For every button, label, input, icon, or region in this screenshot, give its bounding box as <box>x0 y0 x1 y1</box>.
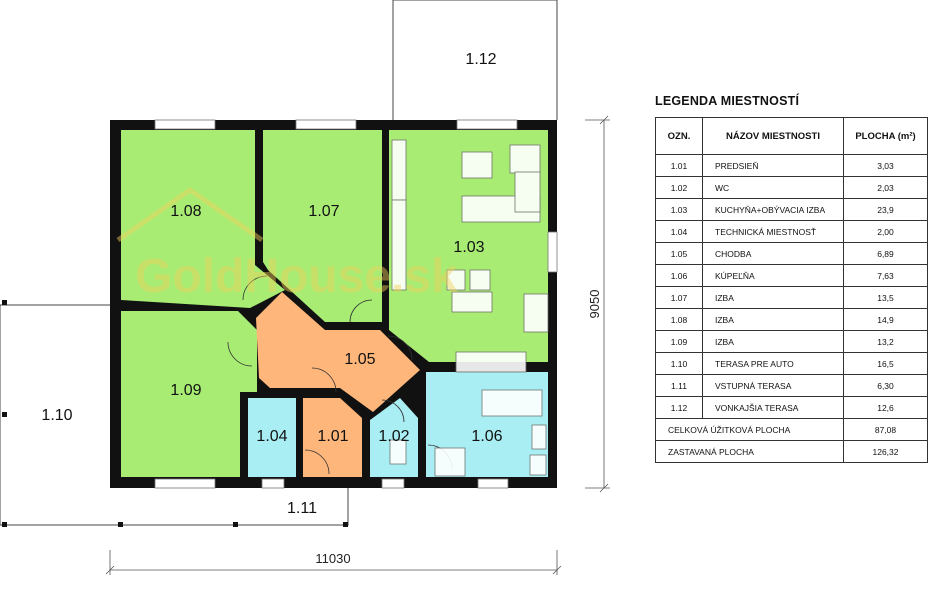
legend-header-row: OZN. NÁZOV MIESTNOSTI PLOCHA (m²) <box>655 117 928 155</box>
watermark-text: GoldHouse.sk <box>135 250 458 303</box>
room-label-1-04: 1.04 <box>256 428 287 445</box>
dimension-width <box>105 550 562 575</box>
room-label-1-02: 1.02 <box>378 428 409 445</box>
row-code: 1.12 <box>655 396 703 419</box>
total-value: 126,32 <box>843 440 928 463</box>
room-label-1-11: 1.11 <box>287 500 317 517</box>
row-code: 1.01 <box>655 154 703 177</box>
room-1-09 <box>121 311 257 477</box>
row-area: 2,03 <box>843 176 928 199</box>
row-area: 6,30 <box>843 374 928 397</box>
row-area: 16,5 <box>843 352 928 375</box>
room-label-1-10: 1.10 <box>41 407 72 424</box>
row-code: 1.02 <box>655 176 703 199</box>
row-name: KÚPEĽŇA <box>702 264 844 287</box>
row-name: KUCHYŇA+OBÝVACIA IZBA <box>702 198 844 221</box>
row-area: 2,00 <box>843 220 928 243</box>
furniture <box>389 139 549 477</box>
row-code: 1.09 <box>655 330 703 353</box>
room-label-1-05: 1.05 <box>344 351 375 368</box>
legend-title: LEGENDA MIESTNOSTÍ <box>655 94 800 108</box>
total-label: CELKOVÁ ÚŽITKOVÁ PLOCHA <box>655 418 844 441</box>
watermark: GoldHouse.sk <box>116 186 458 303</box>
row-code: 1.04 <box>655 220 703 243</box>
dimension-height <box>585 115 610 493</box>
terrace-1-12-outline <box>392 0 558 120</box>
row-area: 14,9 <box>843 308 928 331</box>
room-label-1-12: 1.12 <box>465 51 496 68</box>
room-legend: LEGENDA MIESTNOSTÍ OZN. NÁZOV MIESTNOSTI… <box>655 94 928 463</box>
room-1-04 <box>248 398 296 477</box>
total-label: ZASTAVANÁ PLOCHA <box>655 440 844 463</box>
room-label-1-09: 1.09 <box>170 382 201 399</box>
row-area: 23,9 <box>843 198 928 221</box>
row-area: 6,89 <box>843 242 928 265</box>
row-name: CHODBA <box>702 242 844 265</box>
row-name: IZBA <box>702 330 844 353</box>
terrace-1-10-outline <box>0 304 110 526</box>
room-label-1-03: 1.03 <box>453 239 484 256</box>
room-label-1-08: 1.08 <box>170 203 201 220</box>
row-code: 1.05 <box>655 242 703 265</box>
room-label-1-07: 1.07 <box>308 203 339 220</box>
row-name: TERASA PRE AUTO <box>702 352 844 375</box>
row-name: IZBA <box>702 308 844 331</box>
room-1-03 <box>389 130 548 362</box>
room-label-1-01: 1.01 <box>317 428 348 445</box>
room-1-05 <box>256 292 420 412</box>
row-area: 13,2 <box>843 330 928 353</box>
row-name: VONKAJŠIA TERASA <box>702 396 844 419</box>
header-name: NÁZOV MIESTNOSTI <box>702 117 844 155</box>
windows <box>154 119 558 489</box>
row-code: 1.11 <box>655 374 703 397</box>
row-area: 3,03 <box>843 154 928 177</box>
terrace-posts <box>2 300 348 527</box>
row-code: 1.07 <box>655 286 703 309</box>
room-label-1-06: 1.06 <box>471 428 502 445</box>
row-name: TECHNICKÁ MIESTNOSŤ <box>702 220 844 243</box>
row-area: 12,6 <box>843 396 928 419</box>
row-code: 1.06 <box>655 264 703 287</box>
dimension-height-label: 9050 <box>587 290 602 319</box>
row-code: 1.03 <box>655 198 703 221</box>
total-value: 87,08 <box>843 418 928 441</box>
row-name: WC <box>702 176 844 199</box>
room-1-01 <box>303 398 362 477</box>
room-1-07 <box>263 130 382 322</box>
header-code: OZN. <box>655 117 703 155</box>
row-area: 7,63 <box>843 264 928 287</box>
door-swings <box>227 275 453 475</box>
row-name: IZBA <box>702 286 844 309</box>
row-code: 1.10 <box>655 352 703 375</box>
row-name: VSTUPNÁ TERASA <box>702 374 844 397</box>
header-area: PLOCHA (m²) <box>843 117 928 155</box>
floor-plan: GoldHouse.sk 1.08 1.07 1.03 1.09 1.05 1.… <box>0 0 610 575</box>
row-area: 13,5 <box>843 286 928 309</box>
row-code: 1.08 <box>655 308 703 331</box>
dimension-width-label: 11030 <box>315 551 350 566</box>
room-1-08 <box>121 130 285 308</box>
row-name: PREDSIEŇ <box>702 154 844 177</box>
